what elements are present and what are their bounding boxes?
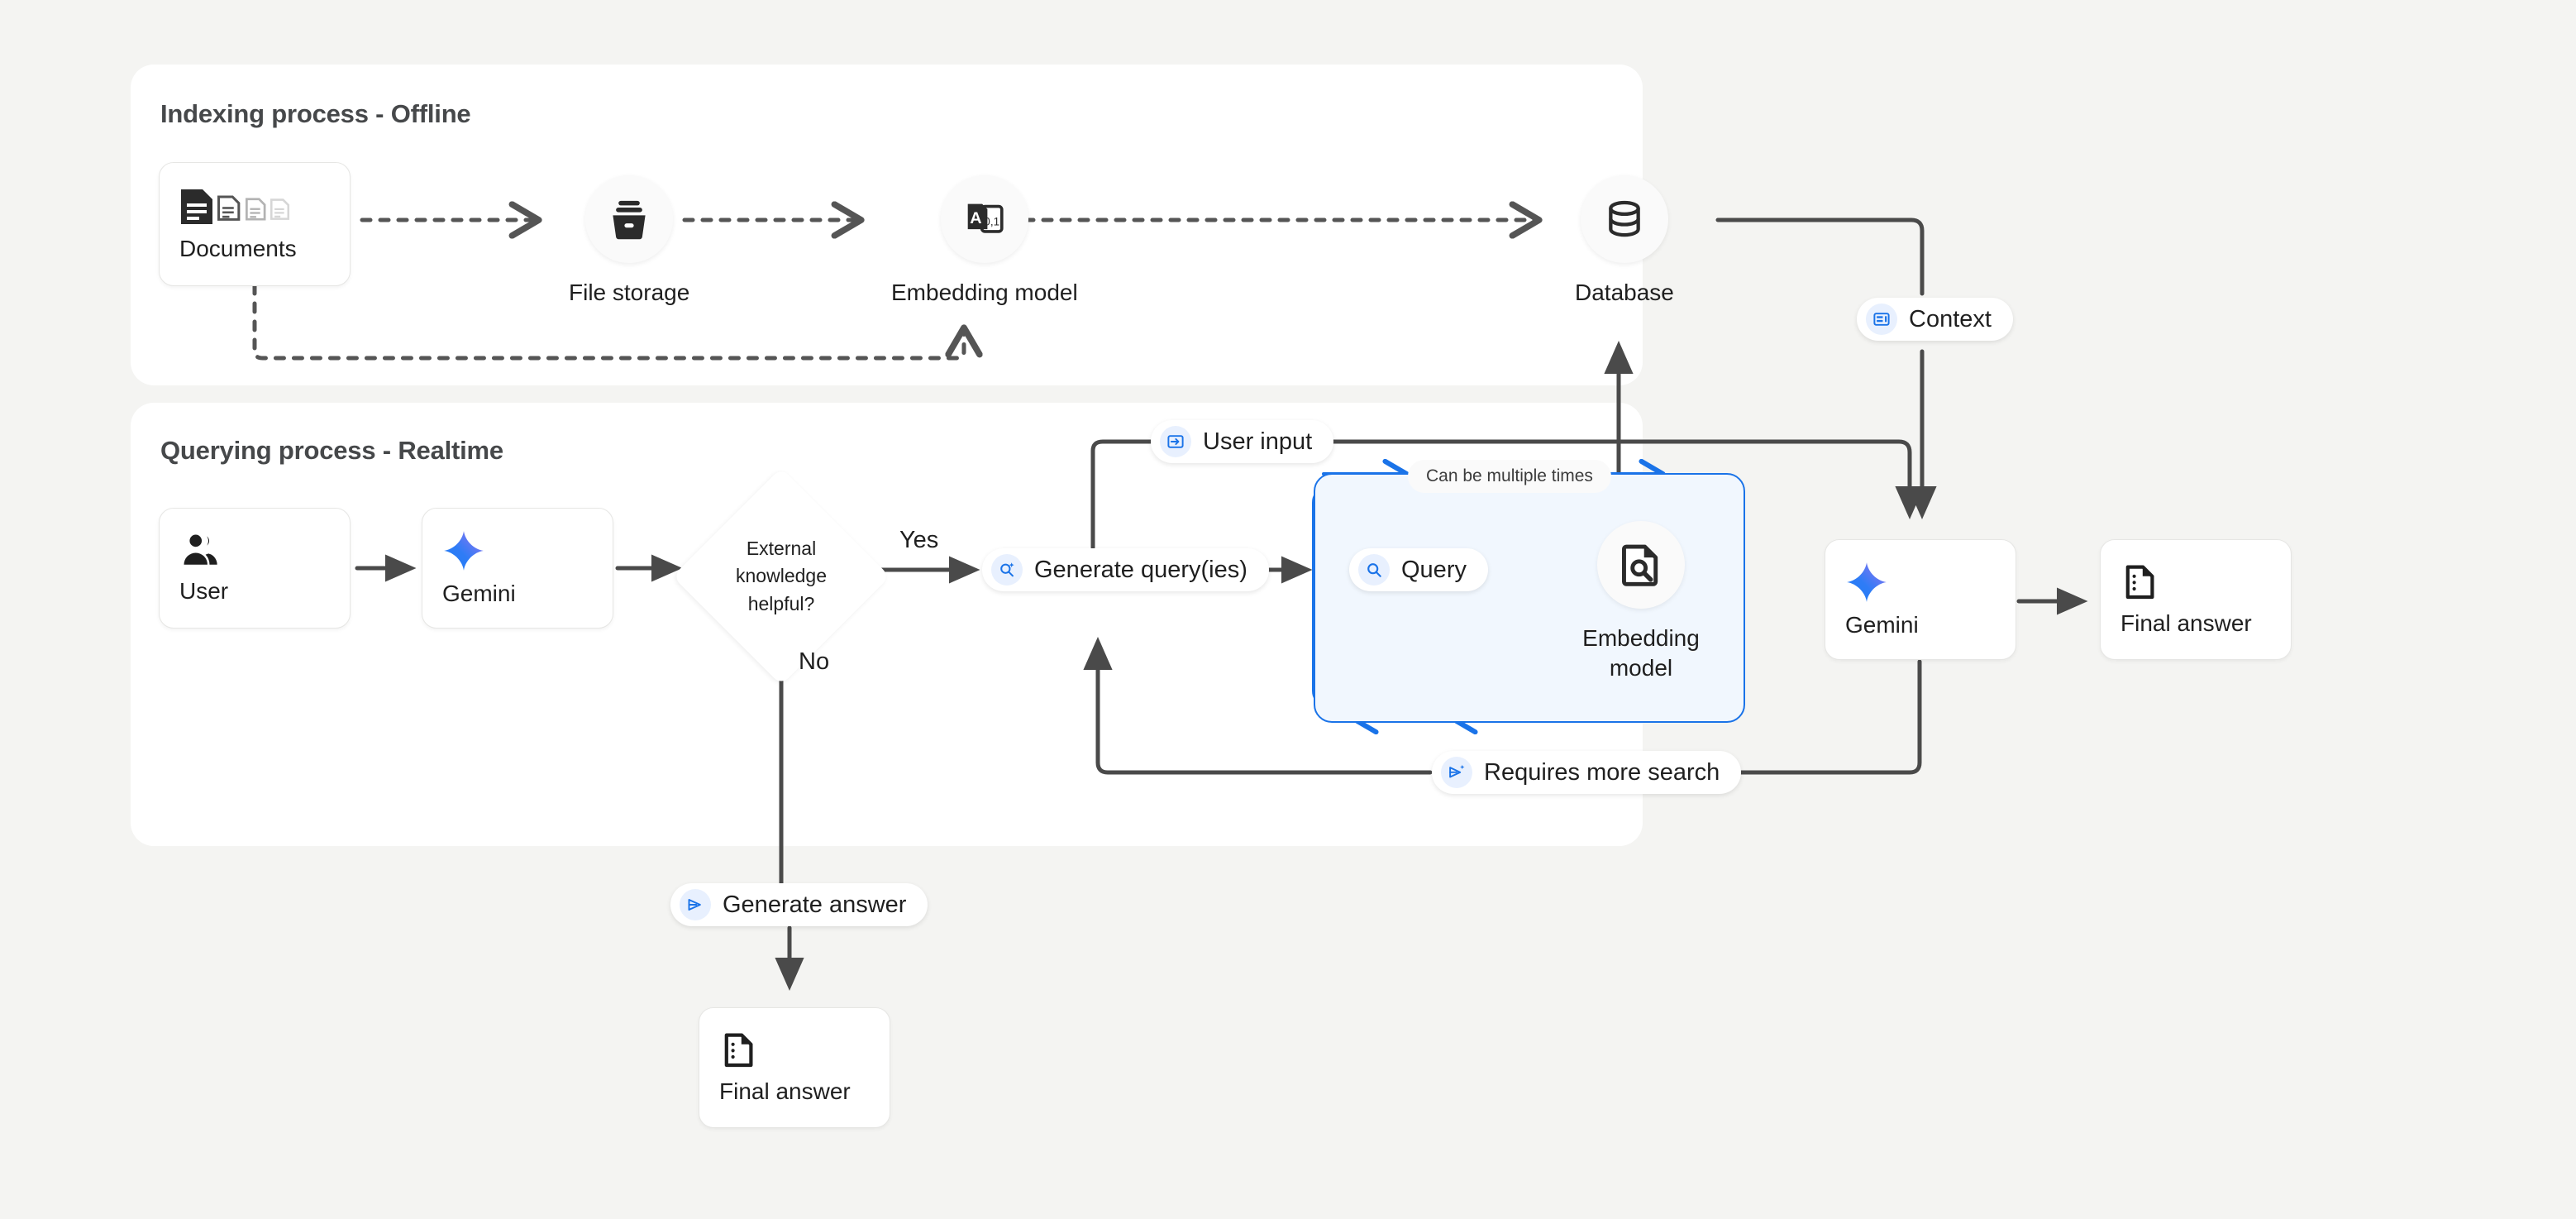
loop-box-can-be-multiple-times <box>1314 473 1745 723</box>
node-label-gemini-left: Gemini <box>442 581 516 607</box>
users-icon <box>179 532 222 574</box>
decision-line-1: External <box>746 537 817 559</box>
pill-label-query: Query <box>1401 556 1467 583</box>
database-icon <box>1580 175 1668 263</box>
decision-external-knowledge[interactable]: External knowledge helpful? <box>672 467 890 686</box>
node-gemini-right[interactable]: Gemini <box>1825 539 2016 660</box>
documents-stack-icon <box>179 186 303 232</box>
gemini-sparkle-icon <box>442 529 485 576</box>
send-sparkle-icon <box>1441 757 1472 788</box>
node-label-embedding-model-indexing: Embedding model <box>891 280 1078 305</box>
node-label-gemini-right: Gemini <box>1845 612 1919 638</box>
panel-title-querying: Querying process - Realtime <box>160 436 503 465</box>
pill-query[interactable]: Query <box>1349 548 1488 591</box>
node-label-documents: Documents <box>179 236 297 262</box>
node-embedding-model-querying[interactable]: Embedding model <box>1575 521 1707 683</box>
send-icon <box>680 889 711 920</box>
pill-generate-queries[interactable]: Generate query(ies) <box>982 548 1269 591</box>
node-label-final-answer-bottom: Final answer <box>719 1078 851 1105</box>
edge-label-yes: Yes <box>899 527 939 553</box>
loop-box-label: Can be multiple times <box>1408 460 1611 493</box>
pill-label-generate-answer: Generate answer <box>723 891 907 918</box>
node-database[interactable]: Database <box>1575 175 1674 308</box>
node-final-answer-bottom[interactable]: Final answer <box>699 1007 890 1128</box>
node-file-storage[interactable]: File storage <box>569 175 689 308</box>
answer-doc-icon <box>2120 562 2160 606</box>
node-gemini-left[interactable]: Gemini <box>422 508 613 629</box>
pill-label-user-input: User input <box>1203 428 1313 455</box>
text-to-vector-icon: 0,1 A <box>940 175 1028 263</box>
svg-text:0,1: 0,1 <box>984 215 999 227</box>
node-final-answer-right[interactable]: Final answer <box>2100 539 2292 660</box>
pill-label-requires-more-search: Requires more search <box>1484 758 1720 786</box>
search-icon <box>1358 554 1390 586</box>
edge-label-no: No <box>799 648 830 675</box>
decision-text: External knowledge helpful? <box>704 500 858 653</box>
decision-line-3: helpful? <box>747 592 815 614</box>
pill-label-generate-queries: Generate query(ies) <box>1034 556 1247 583</box>
pill-label-context: Context <box>1909 305 1992 332</box>
node-documents[interactable]: Documents <box>159 162 351 286</box>
node-label-final-answer-right: Final answer <box>2120 610 2252 637</box>
panel-title-indexing: Indexing process - Offline <box>160 99 471 128</box>
gemini-sparkle-icon <box>1845 561 1888 608</box>
context-panel-icon <box>1866 304 1897 335</box>
file-storage-icon <box>585 175 674 263</box>
pill-requires-more-search[interactable]: Requires more search <box>1432 751 1742 794</box>
answer-doc-icon <box>719 1030 759 1074</box>
node-label-user: User <box>179 578 229 605</box>
search-sparkle-icon <box>991 554 1023 586</box>
node-label-file-storage: File storage <box>569 280 690 305</box>
decision-line-2: knowledge <box>736 565 827 587</box>
node-label-database: Database <box>1575 280 1674 305</box>
node-label-embedding-model-querying: Embedding model <box>1582 625 1700 681</box>
pill-user-input[interactable]: User input <box>1151 420 1334 463</box>
input-arrow-icon <box>1160 426 1191 457</box>
document-search-icon <box>1597 521 1685 609</box>
pill-generate-answer[interactable]: Generate answer <box>670 883 928 926</box>
node-user[interactable]: User <box>159 508 351 629</box>
node-embedding-model-indexing[interactable]: 0,1 A Embedding model <box>891 175 1078 308</box>
pill-context[interactable]: Context <box>1857 298 2013 341</box>
svg-text:A: A <box>970 209 981 227</box>
